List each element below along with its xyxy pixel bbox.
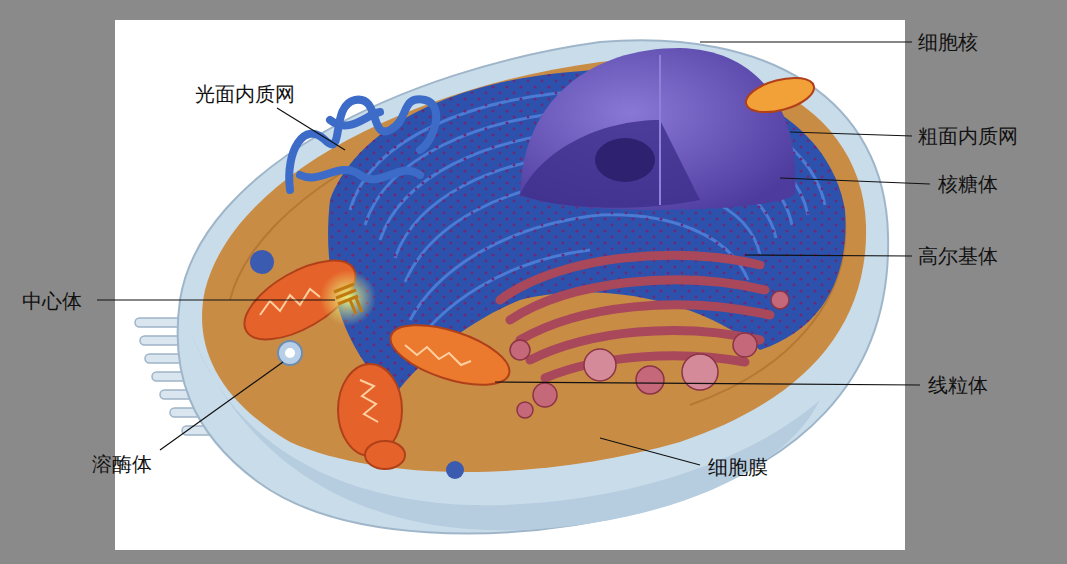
part-label: 细胞膜 bbox=[708, 455, 768, 479]
part-label: 溶酶体 bbox=[92, 452, 152, 476]
part-label: 高尔基体 bbox=[918, 244, 998, 268]
part-label: 核糖体 bbox=[938, 172, 998, 196]
part-label: 细胞核 bbox=[918, 30, 978, 54]
part-label: 光面内质网 bbox=[195, 82, 295, 106]
part-label: 线粒体 bbox=[928, 373, 988, 397]
part-label: 粗面内质网 bbox=[918, 124, 1018, 148]
part-label: 中心体 bbox=[22, 289, 82, 313]
